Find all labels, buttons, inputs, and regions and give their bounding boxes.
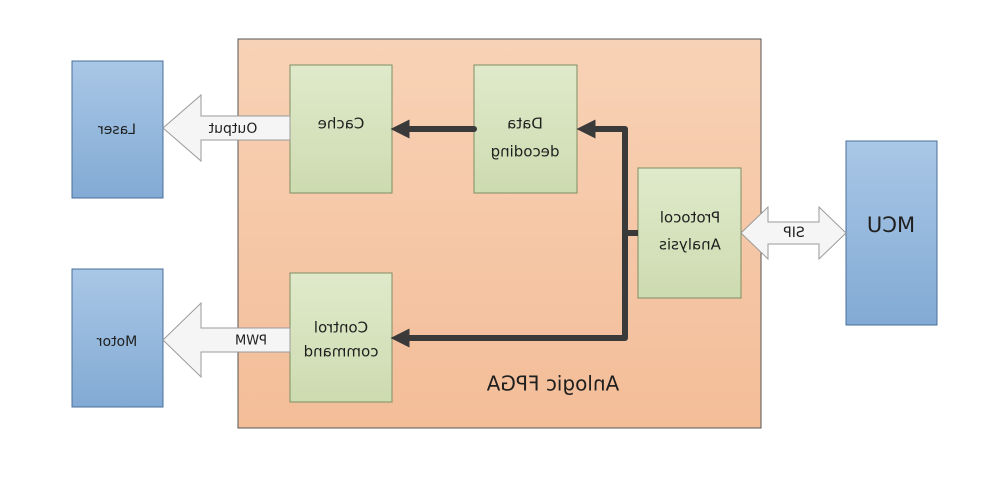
protocol-label-line2: Analysis [659, 236, 721, 254]
output-arrow [162, 93, 291, 163]
mcu-label: MCU [867, 213, 915, 237]
protocol-to-decoding-connector [576, 119, 638, 236]
pwm-label: PWM [235, 334, 267, 349]
control-label-line2: command [304, 343, 379, 361]
output-label: Output [208, 121, 257, 137]
data-label-line1: Data [507, 115, 543, 133]
protocol-analysis-block [637, 167, 742, 299]
data-decoding-block [473, 64, 578, 194]
laser-block [71, 60, 164, 199]
cache-block [289, 64, 393, 194]
data-label-line2: decoding [491, 143, 560, 161]
control-label-line1: Control [314, 319, 368, 337]
pwm-arrow [162, 301, 291, 379]
sip-arrow [740, 205, 847, 261]
laser-label: Laser [98, 122, 136, 138]
mcu-block [845, 140, 938, 326]
fpga-label: Anlogic FPGA [486, 372, 619, 396]
motor-block [71, 268, 164, 408]
motor-label: Motor [97, 334, 138, 350]
protocol-to-control-connector [390, 233, 628, 348]
protocol-label-line1: Protocol [660, 209, 720, 227]
control-command-block [289, 272, 393, 403]
cache-label: Cache [318, 115, 365, 133]
sip-label: SIP [783, 225, 804, 241]
